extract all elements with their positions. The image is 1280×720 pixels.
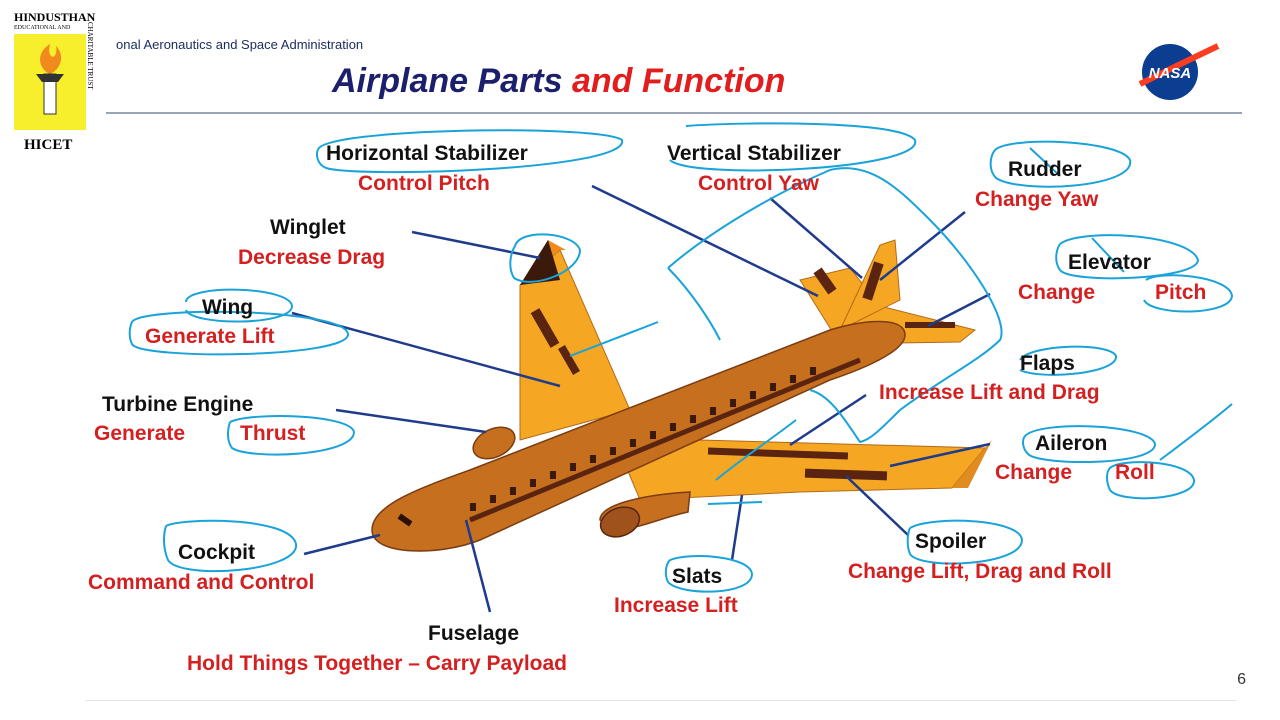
title-part-2: and Function [571, 62, 786, 100]
logo-institution-sub: EDUCATIONAL AND [14, 25, 71, 31]
func-elevator-b: Pitch [1155, 281, 1207, 304]
label-spoiler: Spoiler [915, 530, 987, 553]
nasa-logo-text: NASA [1149, 65, 1192, 82]
func-aileron-b: Roll [1115, 461, 1155, 484]
label-aileron: Aileron [1035, 432, 1108, 455]
func-horizontal-stabilizer: Control Pitch [358, 172, 490, 195]
agency-name: onal Aeronautics and Space Administratio… [116, 37, 364, 52]
page-number: 6 [1237, 671, 1246, 688]
label-winglet: Winglet [270, 216, 346, 239]
logo-institution-name: HINDUSTHAN [14, 10, 96, 24]
handwritten-annotations [128, 122, 1234, 593]
func-wing: Generate Lift [145, 325, 275, 348]
func-slats: Increase Lift [614, 594, 738, 617]
page-title: Airplane Parts and Function [332, 62, 785, 101]
func-rudder: Change Yaw [975, 188, 1099, 211]
header-divider [106, 112, 1242, 114]
label-wing: Wing [202, 296, 254, 319]
torch-logo-icon [14, 34, 86, 130]
airplane-illustration [371, 239, 992, 552]
func-fuselage: Hold Things Together – Carry Payload [187, 652, 568, 675]
func-winglet: Decrease Drag [238, 246, 386, 269]
logo-hicet: HICET [24, 137, 73, 153]
label-elevator: Elevator [1068, 251, 1151, 274]
func-turbine-engine-a: Generate [94, 422, 186, 445]
logo-institution-side: CHARITABLE TRUST [86, 22, 94, 90]
label-fuselage: Fuselage [428, 622, 520, 645]
label-vertical-stabilizer: Vertical Stabilizer [667, 142, 841, 165]
nasa-logo-icon: NASA [1138, 43, 1220, 100]
func-vertical-stabilizer: Control Yaw [698, 172, 819, 195]
label-flaps: Flaps [1020, 352, 1075, 375]
title-part-1: Airplane Parts [332, 62, 563, 100]
func-cockpit: Command and Control [88, 571, 315, 594]
label-slats: Slats [672, 565, 723, 588]
func-spoiler: Change Lift, Drag and Roll [848, 560, 1112, 583]
footer-divider [86, 700, 1236, 701]
label-horizontal-stabilizer: Horizontal Stabilizer [326, 142, 528, 165]
func-elevator-a: Change [1018, 281, 1096, 304]
func-flaps: Increase Lift and Drag [879, 381, 1100, 404]
func-turbine-engine-b: Thrust [240, 422, 306, 445]
label-cockpit: Cockpit [178, 541, 256, 564]
label-rudder: Rudder [1008, 158, 1082, 181]
label-turbine-engine: Turbine Engine [102, 393, 254, 416]
func-aileron-a: Change [995, 461, 1073, 484]
